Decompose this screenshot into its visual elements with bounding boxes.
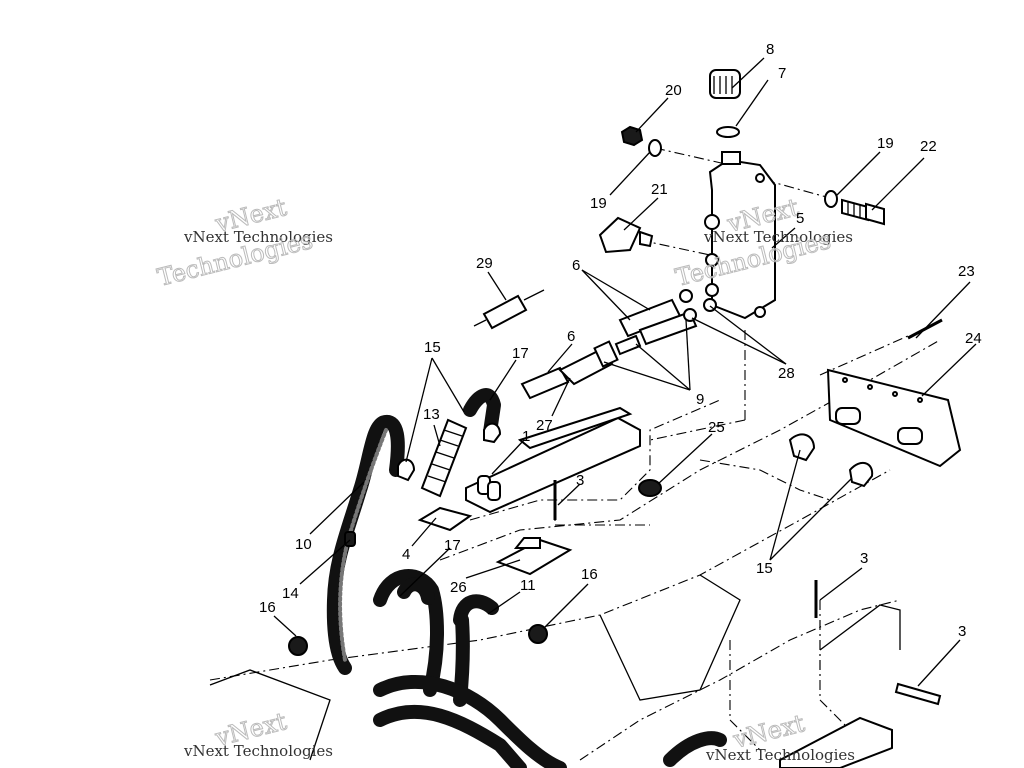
chassis-outline [209, 339, 941, 761]
callout-24: 24 [965, 330, 982, 347]
hose-sleeve-parts [520, 298, 698, 400]
callout-16-right: 16 [581, 566, 598, 583]
callout-11: 11 [520, 577, 536, 594]
callout-19-left: 19 [590, 195, 607, 212]
callout-6-upper: 6 [572, 257, 580, 274]
hose-clamp-part-right [528, 624, 548, 644]
callout-9: 9 [696, 391, 704, 408]
callout-29: 29 [476, 255, 493, 272]
hose-clip-part-upper [397, 458, 416, 482]
svg-text:vNext Technologies: vNext Technologies [703, 228, 853, 246]
callout-16-left: 16 [259, 599, 276, 616]
callout-1: 1 [522, 428, 530, 445]
callout-10: 10 [295, 536, 312, 553]
callout-26: 26 [450, 579, 467, 596]
callout-19-right: 19 [877, 135, 894, 152]
hose-clamp-part-left [288, 636, 308, 656]
gasket-part [716, 126, 740, 138]
callout-3-top: 3 [576, 472, 584, 489]
clamp-part [598, 216, 654, 254]
callout-25: 25 [708, 419, 725, 436]
callout-15-upper: 15 [424, 339, 441, 356]
callout-7: 7 [778, 65, 786, 82]
assembly-lines [554, 147, 911, 680]
callout-labels: 8 7 20 19 21 19 22 5 29 6 23 24 6 15 17 … [259, 41, 982, 640]
lower-bracket-part [779, 716, 893, 768]
callout-3-bottom: 3 [958, 623, 966, 640]
inline-fitting-part [473, 289, 545, 330]
bolt-part [841, 198, 885, 226]
callout-14: 14 [282, 585, 299, 602]
washer-part-right [824, 190, 838, 208]
callout-5: 5 [796, 210, 804, 227]
callout-28: 28 [778, 365, 795, 382]
cap-part [709, 69, 741, 99]
callout-15-lower: 15 [756, 560, 773, 577]
screw-parts [553, 480, 942, 706]
callout-17-upper: 17 [512, 345, 529, 362]
callout-6-lower: 6 [567, 328, 575, 345]
callout-20: 20 [665, 82, 682, 99]
svg-text:vNext Technologies: vNext Technologies [183, 742, 333, 760]
coolant-hoses [326, 388, 727, 768]
hose-clip-part-a [788, 433, 816, 462]
spring-part [420, 418, 468, 498]
watermark-bottom-right: vNext vNext Technologies [705, 709, 855, 764]
callout-3-mid: 3 [860, 550, 868, 567]
callout-23: 23 [958, 263, 975, 280]
callout-8: 8 [766, 41, 774, 58]
tank-mount-bracket-part [826, 368, 962, 468]
watermark-top-left: vNext vNext Technologies Technologies [154, 193, 333, 293]
reservoir-tank-part [704, 151, 776, 320]
svg-text:vNext Technologies: vNext Technologies [705, 746, 855, 764]
watermark-bottom-left: vNext vNext Technologies [183, 707, 333, 760]
callout-22: 22 [920, 138, 937, 155]
washer-part-left [648, 139, 662, 157]
grommet-part [638, 479, 662, 497]
callout-17-lower: 17 [444, 537, 461, 554]
hose-bracket-part [495, 537, 573, 576]
hose-clip-part-b [848, 461, 874, 488]
hose-clip-part-top [483, 422, 502, 444]
callout-4: 4 [402, 546, 410, 563]
leader-lines [273, 57, 977, 687]
callout-13: 13 [423, 406, 440, 423]
callout-21: 21 [651, 181, 668, 198]
callout-27: 27 [536, 417, 553, 434]
small-bracket-part [417, 506, 473, 532]
mounting-plate-part [465, 406, 641, 514]
svg-text:vNext Technologies: vNext Technologies [183, 228, 333, 246]
